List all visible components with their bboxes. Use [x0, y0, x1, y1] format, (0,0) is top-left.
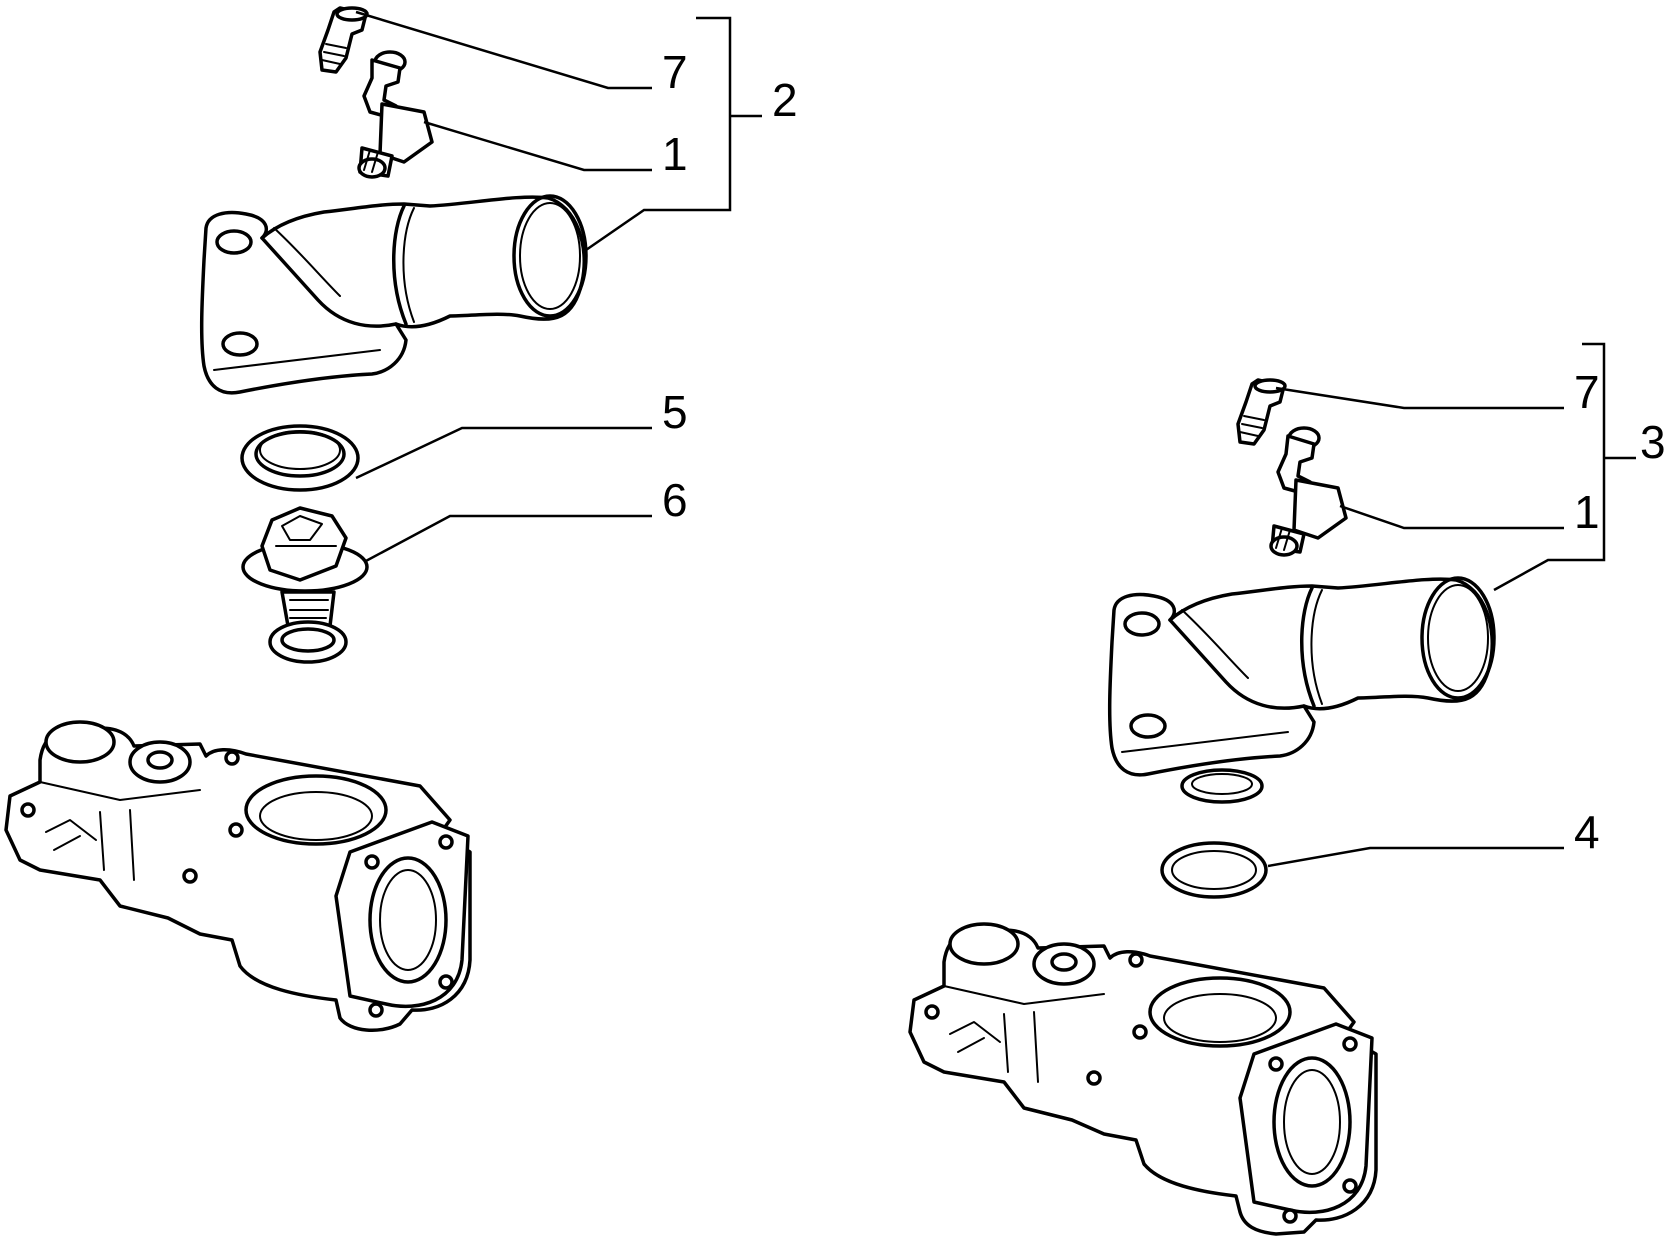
right-leader-lines [1267, 342, 1636, 868]
left-assembly-group: 7 1 2 5 6 [4, 6, 798, 1032]
right-seal-ring [1160, 841, 1268, 899]
left-lower-housing [4, 720, 472, 1032]
callout-5: 5 [662, 386, 688, 438]
callout-7-right: 7 [1574, 366, 1600, 418]
callout-1-right: 1 [1574, 486, 1600, 538]
right-assembly-group: 7 1 3 4 [908, 342, 1666, 1236]
callout-4: 4 [1574, 806, 1600, 858]
right-lower-housing [908, 922, 1378, 1236]
right-bleed-screw [1236, 378, 1287, 446]
callout-1-left: 1 [662, 128, 688, 180]
callout-2: 2 [772, 74, 798, 126]
left-bleed-screw [318, 6, 369, 74]
left-angled-fitting [357, 50, 434, 179]
left-outlet-housing [199, 194, 588, 395]
left-leader-lines [355, 10, 762, 564]
left-thermostat [241, 506, 369, 664]
right-angled-fitting [1269, 426, 1348, 557]
right-outlet-housing [1107, 576, 1496, 804]
left-seal-ring [240, 424, 360, 492]
callout-7-left: 7 [662, 46, 688, 98]
callout-3: 3 [1640, 416, 1666, 468]
callout-6: 6 [662, 474, 688, 526]
